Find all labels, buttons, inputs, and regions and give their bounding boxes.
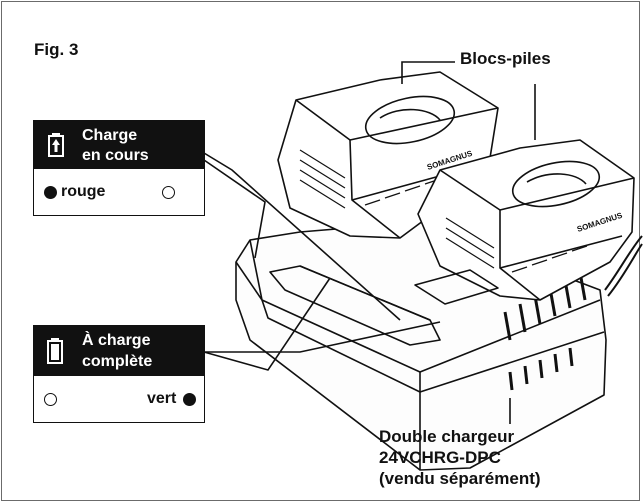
led-off-indicator [44,393,57,406]
led-off-indicator [162,186,175,199]
status-full-title-2: complète [82,353,153,370]
status-box-charging-body: rouge [34,169,204,215]
leader-batteries-1 [401,61,455,84]
status-charging-title-1: Charge [82,127,138,144]
callout-charger-line1: Double chargeur [379,427,515,446]
status-box-full-body: vert [34,376,204,422]
led-on-indicator [44,186,57,199]
leader-charging-1 [203,152,401,321]
leader-charging-2 [203,159,266,259]
led-label-vert: vert [147,390,177,407]
callout-charger: Double chargeur 24VCHRG-DPC (vendu sépar… [379,426,541,489]
battery-charging-icon [48,133,64,157]
callout-charger-line2: 24VCHRG-DPC [379,448,501,467]
status-full-title-1: À charge [82,332,151,349]
leader-full-1 [204,321,441,353]
callout-batteries: Blocs-piles [460,49,551,68]
led-label-rouge: rouge [61,183,106,200]
status-box-full: À charge complète vert [33,325,205,423]
figure-label: Fig. 3 [34,40,79,59]
led-on-indicator [183,393,196,406]
charger-dock [414,269,499,305]
leader-full-2 [203,277,331,371]
status-box-full-header: À charge complète [34,326,204,376]
callout-charger-line3: (vendu séparément) [379,469,541,488]
status-charging-title-2: en cours [82,147,149,164]
status-box-charging-header: Charge en cours [34,121,204,169]
battery-pack-2 [417,139,635,301]
battery-full-icon [47,338,63,364]
status-box-charging: Charge en cours rouge [33,120,205,216]
power-cable [604,235,643,291]
